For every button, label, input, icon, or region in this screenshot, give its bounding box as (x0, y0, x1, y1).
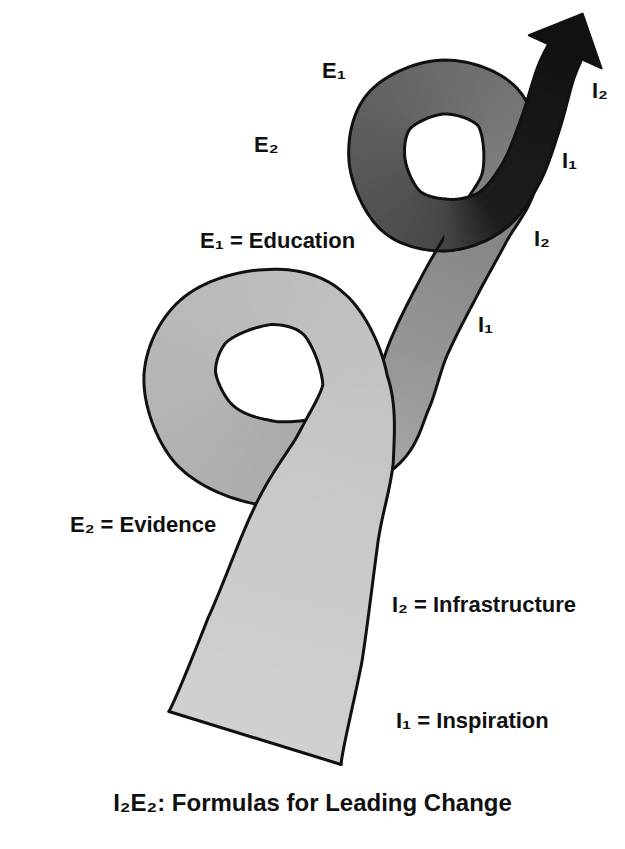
arrow-head (529, 14, 602, 69)
ribbon-outline (144, 60, 539, 505)
ribbon-outline (445, 43, 549, 200)
ribbon-outline (445, 57, 583, 251)
formula-label: I₂ (592, 78, 608, 104)
formula-label: I₂ (534, 226, 550, 252)
ribbon-outline (169, 712, 341, 765)
formula-label: E₂ = Evidence (70, 512, 216, 538)
formula-label: I₁ = Inspiration (396, 708, 549, 734)
ribbon-part (144, 60, 539, 505)
ribbon-outline (216, 114, 484, 422)
formula-label: E₁ (322, 58, 346, 84)
formula-label: I₁ (478, 312, 493, 338)
ribbon-segment (144, 369, 216, 375)
formula-label: I₁ (562, 148, 577, 174)
ribbon-part (445, 43, 583, 251)
figure-caption: I₂E₂: Formulas for Leading Change (0, 788, 625, 818)
ribbon-segment (319, 393, 393, 399)
formula-label: E₂ (254, 132, 278, 158)
formula-label: E₁ = Education (200, 228, 355, 254)
formula-label: I₂ = Infrastructure (392, 592, 576, 618)
